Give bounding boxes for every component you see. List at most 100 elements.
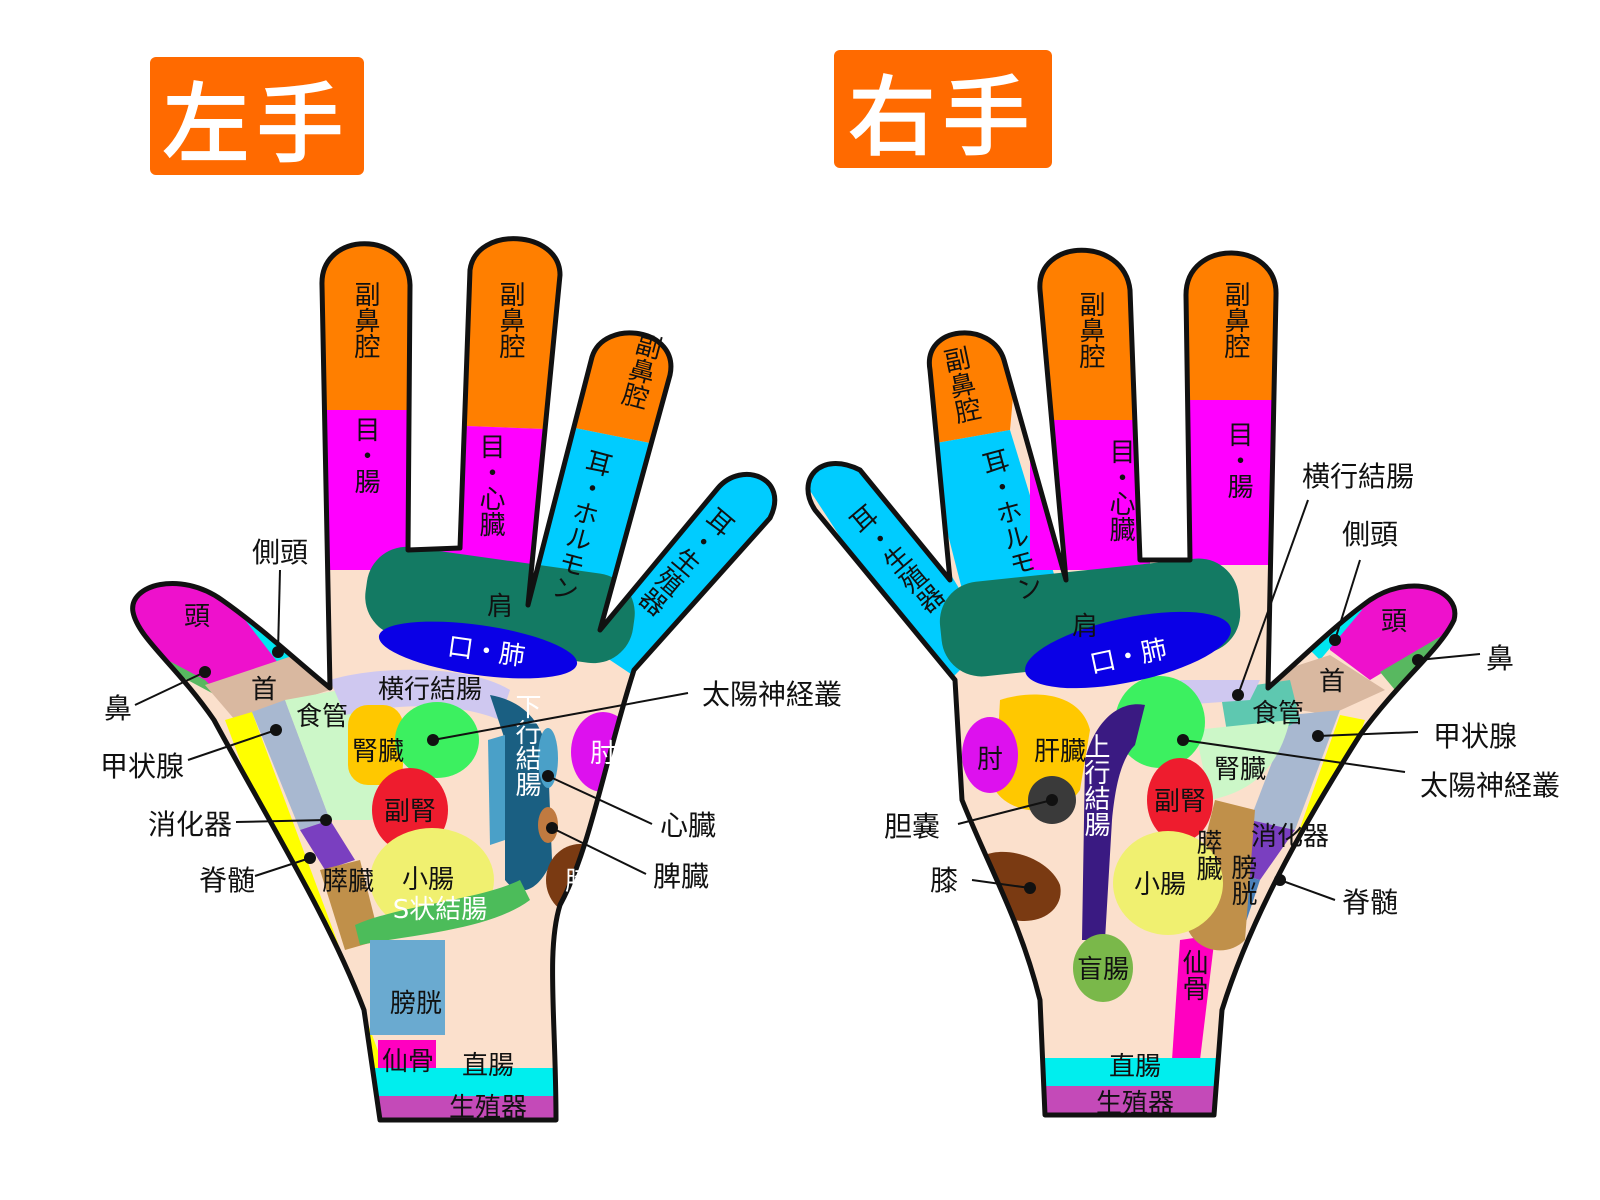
left-heart-callout: 心臓	[660, 809, 716, 842]
right-mouth-lung-zone	[1025, 611, 1231, 689]
left-index-eye-label: 目・腸	[350, 416, 380, 494]
left-middle-eye-label: 目・心臓	[475, 433, 505, 537]
left-kidney-label: 腎臓	[352, 737, 404, 767]
right-gallbladder-callout: 胆嚢	[884, 810, 940, 843]
right-middle-eye-label: 目・心臓	[1105, 438, 1135, 542]
left-spleen-leader	[551, 827, 647, 875]
right-ascending-colon-zone	[1082, 704, 1145, 940]
left-reproductive-zone	[360, 1096, 560, 1120]
right-transverse-colon-callout: 横行結腸	[1302, 460, 1414, 493]
right-temporal-dot	[1329, 634, 1341, 646]
right-index-eye-label: 目・腸	[1223, 421, 1253, 499]
left-kidney-zone	[348, 705, 403, 785]
left-small-intestine-label: 小腸	[402, 865, 454, 895]
right-adrenal-label: 副腎	[1154, 787, 1206, 817]
right-index-sinus-label: 副鼻腔	[1220, 281, 1250, 359]
left-solar-plexus-dot	[427, 734, 439, 746]
right-middle-sinus-label: 副鼻腔	[1075, 291, 1105, 369]
right-neck-label: 首	[1319, 667, 1345, 697]
left-esophagus-label: 食管	[296, 702, 348, 732]
left-transverse-colon-label: 横行結腸	[378, 675, 482, 705]
right-transverse-colon-leader	[1237, 499, 1309, 696]
right-adrenal-zone	[1147, 758, 1213, 842]
right-esophagus-label: 食管	[1252, 699, 1304, 729]
left-spleen-callout: 脾臓	[653, 860, 709, 893]
left-rectum-label: 直腸	[462, 1051, 514, 1081]
right-rectum-label: 直腸	[1109, 1052, 1161, 1082]
left-mouth-lung-zone	[378, 621, 578, 679]
left-index-sinus-label: 副鼻腔	[350, 281, 380, 359]
left-digestive-leader	[235, 819, 327, 823]
right-solar-plexus-dot	[1177, 734, 1189, 746]
left-hand: 副鼻腔 目・腸 副鼻腔 目・心臓 副鼻腔 耳・ホルモン 耳・生殖器 肩 口・肺 …	[100, 236, 842, 1123]
right-small-intestine-label: 小腸	[1134, 870, 1186, 900]
right-hand-title: 右手	[834, 50, 1052, 168]
right-solar-plexus-leader	[1182, 739, 1406, 773]
right-temporal-callout: 側頭	[1342, 518, 1398, 551]
left-head-label: 頭	[184, 602, 210, 632]
left-bladder-zone	[370, 940, 445, 1035]
left-shoulder-label: 肩	[487, 592, 513, 622]
left-neck-zone	[205, 655, 330, 720]
right-thyroid-leader	[1317, 731, 1419, 737]
left-neck-label: 首	[251, 675, 277, 705]
right-reproductive-zone	[1040, 1086, 1230, 1115]
left-nose-callout: 鼻	[104, 692, 132, 725]
left-heart-leader-dot	[542, 770, 554, 782]
left-spinal-dot	[304, 852, 316, 864]
right-appendix-zone	[1073, 934, 1133, 1002]
left-little-ear-zone	[580, 460, 775, 680]
right-gallbladder-leader	[957, 799, 1053, 825]
right-elbow-label: 肘	[977, 745, 1003, 775]
left-middle-sinus-zone	[440, 238, 580, 430]
left-sigmoid-colon-zone	[355, 880, 530, 945]
right-pancreas-label: 膵臓	[1192, 829, 1222, 881]
right-nose-leader	[1417, 653, 1481, 661]
right-kidney-zone	[1195, 720, 1290, 800]
right-sacrum-label: 仙骨	[1178, 949, 1208, 1001]
right-head-label: 頭	[1381, 607, 1407, 637]
left-elbow-label: 肘	[590, 739, 616, 769]
left-nose-dot	[199, 666, 211, 678]
left-solar-plexus-leader	[432, 692, 689, 741]
right-bladder-label: 膀胱	[1227, 854, 1257, 906]
right-knee-leader	[971, 879, 1031, 889]
right-elbow-zone	[962, 717, 1018, 793]
left-nose-leader	[134, 671, 206, 706]
left-pancreas-label: 膵臓	[322, 867, 374, 897]
right-liver-label: 肝臓	[1034, 737, 1086, 767]
right-knee-callout: 膝	[930, 864, 958, 897]
right-solar-plexus-callout: 太陽神経叢	[1420, 769, 1560, 802]
right-spinal-callout: 脊髄	[1342, 886, 1398, 919]
right-small-intestine-zone	[1113, 831, 1223, 935]
right-nose-callout: 鼻	[1486, 642, 1514, 675]
left-thyroid-callout: 甲状腺	[100, 750, 184, 783]
left-bladder-label: 膀胱	[390, 989, 442, 1019]
left-heart-leader	[547, 775, 653, 825]
right-kidney-label: 腎臓	[1214, 755, 1266, 785]
right-reproductive-label: 生殖器	[1096, 1089, 1174, 1119]
left-knee-label: 膝	[565, 867, 591, 897]
left-spleen-leader-dot	[546, 822, 558, 834]
left-reproductive-label: 生殖器	[449, 1093, 527, 1123]
right-ascending-colon-label: 上行結腸	[1080, 733, 1110, 837]
right-neck-zone	[1268, 655, 1385, 715]
right-sacrum-zone	[1172, 935, 1215, 1060]
right-shoulder-label: 肩	[1072, 612, 1098, 642]
left-sigmoid-colon-label: S状結腸	[393, 895, 488, 925]
left-heart-zone	[488, 735, 505, 845]
left-digestive-callout: 消化器	[148, 808, 232, 841]
left-sacrum-label: 仙骨	[382, 1047, 434, 1077]
right-appendix-label: 盲腸	[1077, 955, 1129, 985]
right-temporal-leader	[1334, 559, 1361, 641]
right-spinal-leader	[1279, 879, 1336, 901]
right-digestive-label: 消化器	[1251, 822, 1329, 852]
left-digestive-zone	[300, 820, 355, 870]
right-rectum-zone	[1040, 1058, 1230, 1086]
right-thyroid-callout: 甲状腺	[1433, 720, 1517, 753]
left-temporal-leader	[277, 569, 281, 653]
left-hand-title: 左手	[150, 57, 364, 175]
right-thyroid-dot	[1312, 730, 1324, 742]
left-spinal-callout: 脊髄	[199, 864, 255, 897]
